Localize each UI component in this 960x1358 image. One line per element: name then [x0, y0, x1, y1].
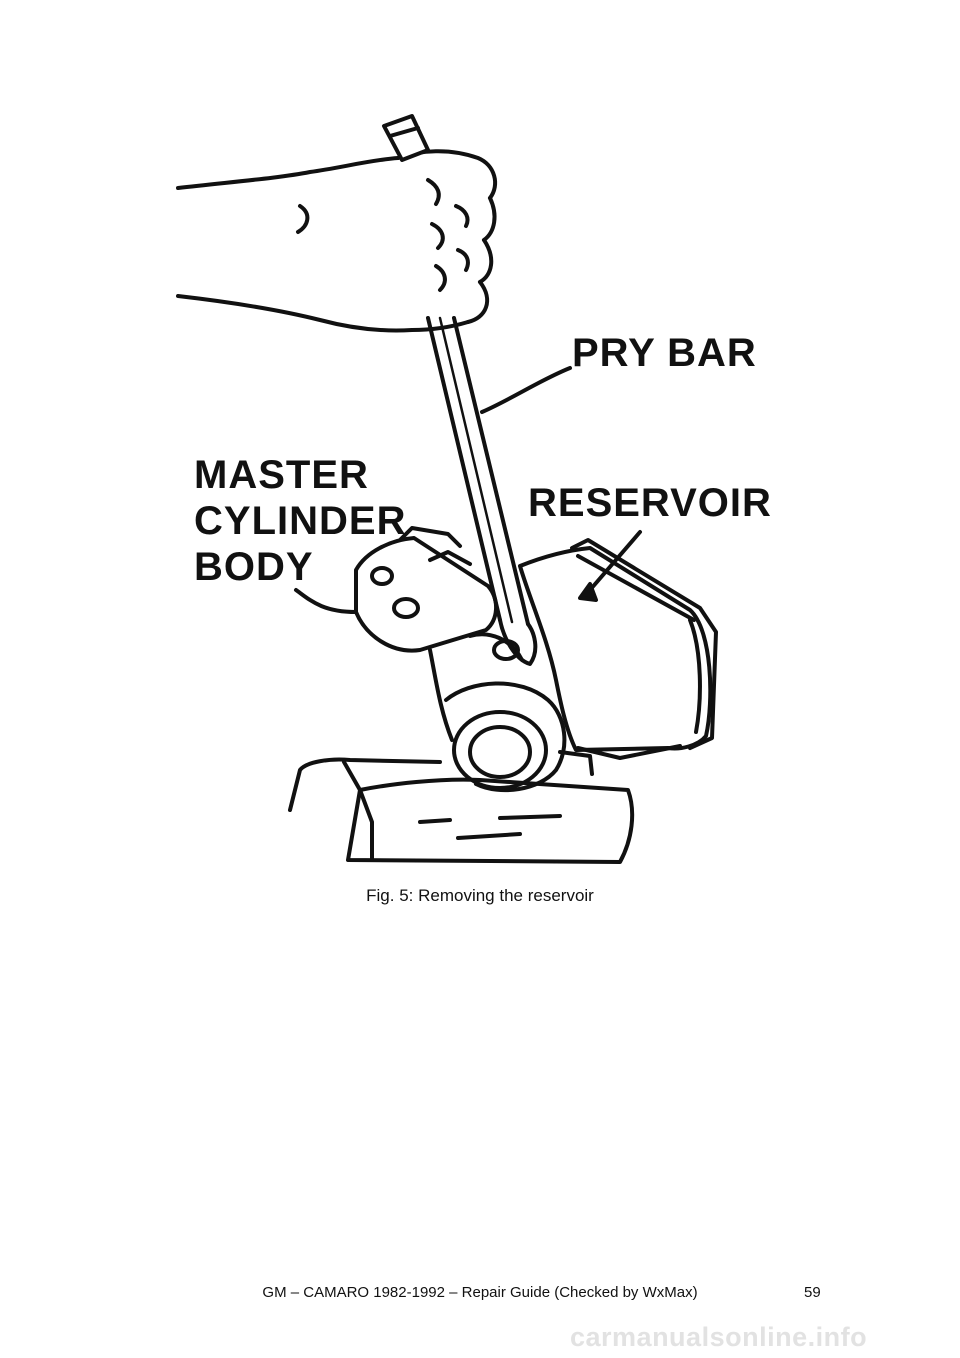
label-pry-bar: PRY BAR [572, 331, 757, 375]
label-cylinder: CYLINDER [194, 499, 406, 543]
arm-drawing [176, 156, 414, 333]
page-number: 59 [804, 1284, 821, 1301]
figure-illustration: PRY BAR MASTER CYLINDER BODY RESERVOIR [170, 100, 790, 890]
vise-drawing [288, 750, 635, 864]
label-master: MASTER [194, 453, 369, 497]
pry-bar-reservoir-drawing: PRY BAR MASTER CYLINDER BODY RESERVOIR [176, 114, 772, 864]
reservoir-arrowhead [578, 582, 598, 602]
reservoir-drawing [518, 538, 718, 760]
figure-caption: Fig. 5: Removing the reservoir [366, 886, 594, 905]
fist-drawing [396, 149, 498, 332]
reservoir-leader [588, 530, 642, 592]
label-body: BODY [194, 545, 314, 589]
master-cylinder-leader [294, 588, 358, 614]
pry-bar-leader [480, 366, 572, 414]
pry-bar-drawing [382, 114, 538, 666]
master-cylinder-drawing [354, 526, 567, 793]
footer-title: GM – CAMARO 1982-1992 – Repair Guide (Ch… [262, 1284, 698, 1301]
watermark: carmanualsonline.info [570, 1322, 868, 1352]
label-reservoir: RESERVOIR [528, 481, 772, 525]
